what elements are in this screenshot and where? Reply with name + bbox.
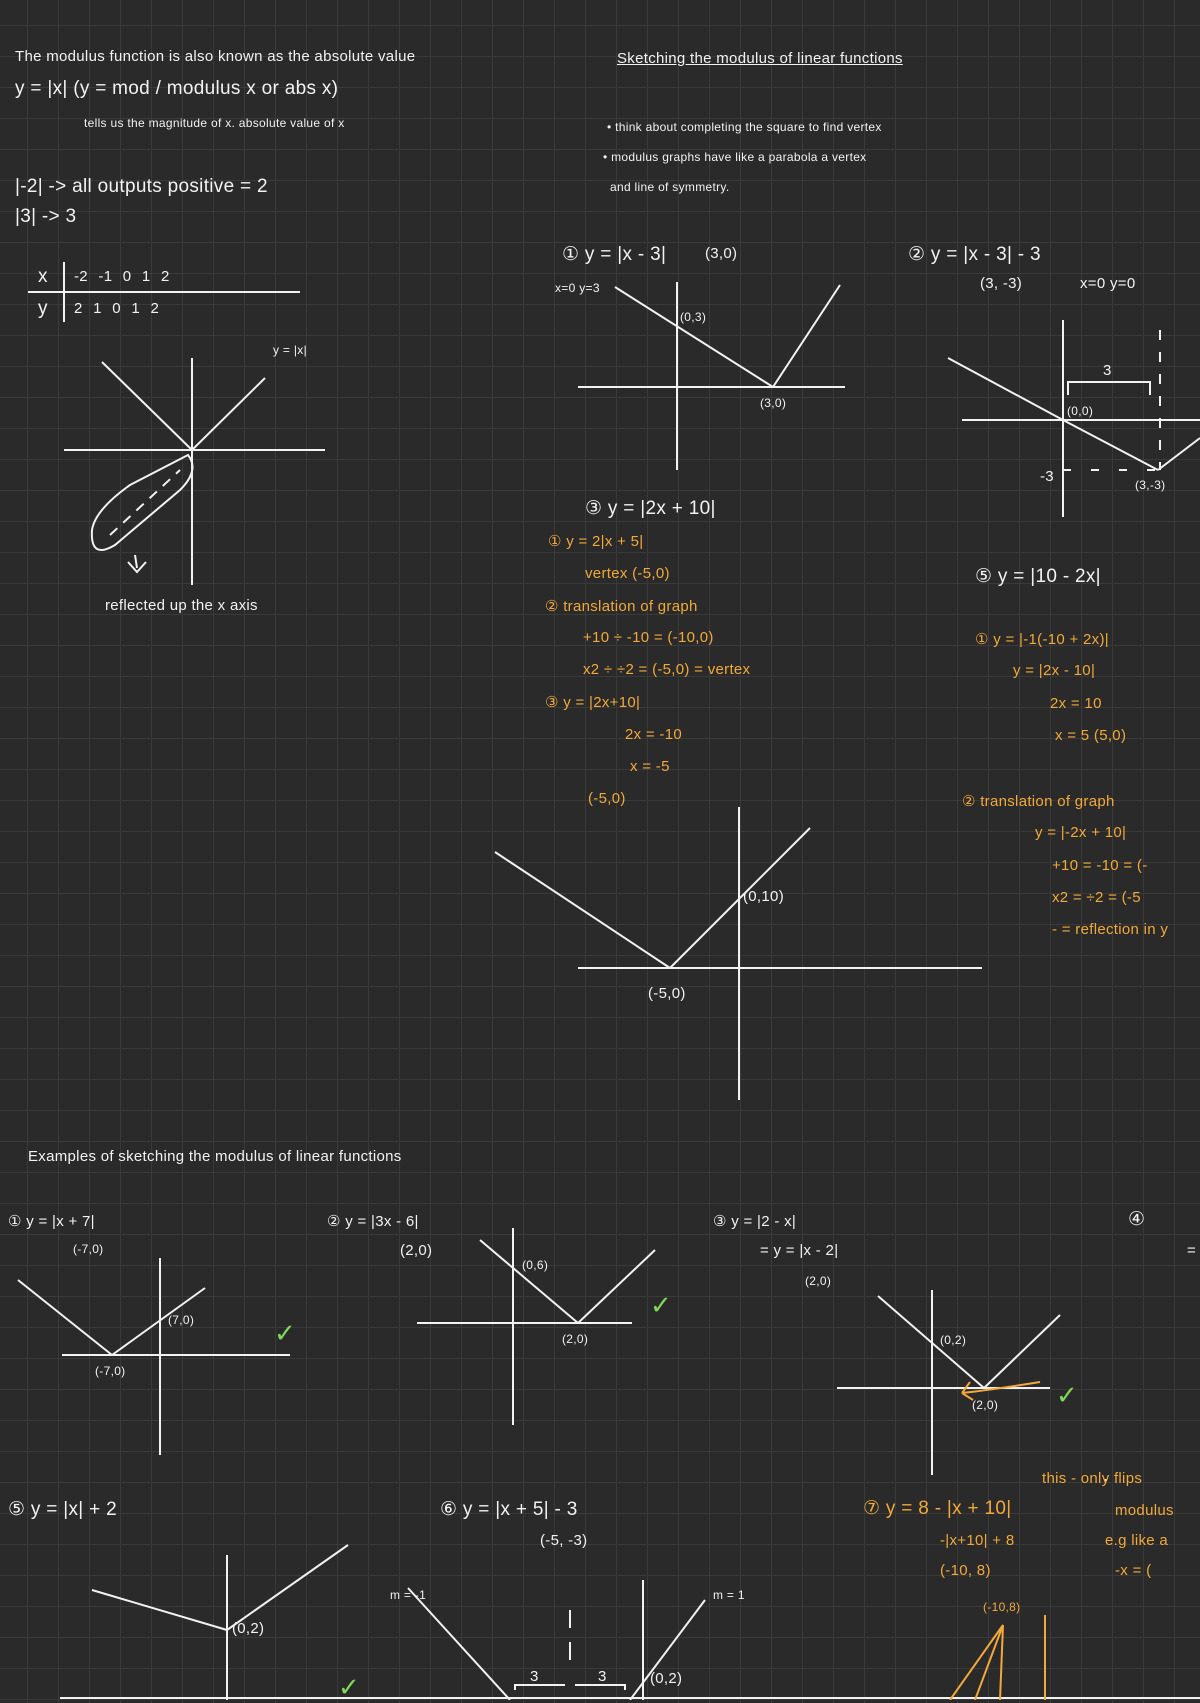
ex2-point: (3,-3) — [1135, 478, 1166, 492]
ex2-vertex: (3, -3) — [980, 275, 1023, 292]
e1-point: (-7,0) — [95, 1364, 126, 1378]
ex3-title: ③ y = |2x + 10| — [585, 498, 716, 519]
e3-point: (2,0) — [972, 1398, 999, 1412]
e7-side: modulus — [1115, 1502, 1174, 1519]
ex2-intercept: x=0 y=0 — [1080, 275, 1136, 292]
ex3-point: (-5,0) — [648, 985, 686, 1002]
graph-ex3 — [494, 807, 982, 1100]
ex1-point: (0,3) — [680, 310, 707, 324]
bullet-1: • think about completing the square to f… — [607, 120, 882, 134]
e1-vertex: (-7,0) — [73, 1242, 104, 1256]
e7-side: -x = ( — [1115, 1562, 1152, 1579]
e6-distance: 3 — [598, 1668, 607, 1685]
ex1-title: ① y = |x - 3| — [562, 244, 667, 265]
ex5-step: ① y = |-1(-10 + 2x)| — [975, 631, 1109, 648]
e3-alt: = y = |x - 2| — [760, 1242, 839, 1259]
ex5-title: ⑤ y = |10 - 2x| — [975, 566, 1101, 587]
graph-e3 — [837, 1290, 1061, 1475]
ex1-intercept: x=0 y=3 — [555, 281, 600, 295]
ex5-step: 2x = 10 — [1050, 695, 1102, 712]
e6-slope: m = -1 — [390, 1588, 427, 1602]
check-icon: ✓ — [274, 1318, 297, 1348]
bullet-2: • modulus graphs have like a parabola a … — [603, 150, 867, 164]
table-y-label: y — [38, 298, 48, 319]
ex3-step: vertex (-5,0) — [585, 565, 670, 582]
e7-note: this - only flips — [1042, 1470, 1143, 1487]
ex3-step: ② translation of graph — [545, 598, 698, 615]
check-icon: ✓ — [650, 1290, 673, 1320]
graph-label: y = |x| — [273, 343, 308, 357]
e2-title: ② y = |3x - 6| — [327, 1213, 419, 1230]
e3-vertex: (2,0) — [805, 1274, 832, 1288]
sketching-heading: Sketching the modulus of linear function… — [617, 50, 903, 67]
intro-line2: y = |x| (y = mod / modulus x or abs x) — [15, 78, 339, 99]
e4-alt: = — [1187, 1242, 1197, 1259]
graph-ex1 — [578, 282, 845, 470]
e2-vertex: (2,0) — [400, 1242, 433, 1259]
e6-distance: 3 — [530, 1668, 539, 1685]
ex5-step: y = |2x - 10| — [1013, 662, 1096, 679]
ex5-step: y = |-2x + 10| — [1035, 824, 1127, 841]
check-icon: ✓ — [1056, 1380, 1079, 1410]
ex3-step: ③ y = |2x+10| — [545, 694, 641, 711]
ex5-step: +10 = -10 = (- — [1052, 857, 1148, 874]
e6-title: ⑥ y = |x + 5| - 3 — [440, 1499, 578, 1520]
e3-title: ③ y = |2 - x| — [713, 1213, 797, 1230]
ex3-step: ① y = 2|x + 5| — [548, 533, 644, 550]
graph-e1 — [17, 1258, 290, 1455]
e6-slope: m = 1 — [713, 1588, 745, 1602]
ex2-point: (0,0) — [1067, 404, 1094, 418]
ex3-step: +10 ÷ -10 = (-10,0) — [583, 629, 714, 646]
ex5-step: - = reflection in y — [1052, 921, 1169, 938]
e7-step: -|x+10| + 8 — [940, 1532, 1015, 1549]
bullet-3: and line of symmetry. — [610, 180, 730, 194]
ex3-step: x = -5 — [630, 758, 670, 775]
intro-line1: The modulus function is also known as th… — [15, 48, 416, 65]
ex3-step: 2x = -10 — [625, 726, 683, 743]
ex5-step: ② translation of graph — [962, 793, 1115, 810]
graph-ex2 — [947, 320, 1200, 517]
e7-side: e.g like a — [1105, 1532, 1169, 1549]
e3-point: (0,2) — [940, 1333, 967, 1347]
e7-step: (-10, 8) — [940, 1562, 991, 1579]
e4-title: ④ — [1128, 1209, 1146, 1230]
ex3-point: (0,10) — [743, 888, 784, 905]
ex1-point: (3,0) — [760, 396, 787, 410]
abs-example-1: |-2| -> all outputs positive = 2 — [15, 176, 268, 197]
table-x-label: x — [38, 266, 48, 287]
ex5-step: x = 5 (5,0) — [1055, 727, 1127, 744]
ex2-title: ② y = |x - 3| - 3 — [908, 244, 1041, 265]
e2-point: (0,6) — [522, 1258, 549, 1272]
table-x-values: -2 -1 0 1 2 — [74, 268, 170, 285]
graph-abs-x — [64, 358, 325, 585]
e2-point: (2,0) — [562, 1332, 589, 1346]
ex1-vertex: (3,0) — [705, 245, 738, 262]
graph-e5 — [91, 1544, 349, 1700]
abs-example-2: |3| -> 3 — [15, 206, 77, 227]
e1-point: (7,0) — [168, 1313, 195, 1327]
graph-e2 — [417, 1228, 656, 1425]
e5-title: ⑤ y = |x| + 2 — [8, 1499, 117, 1520]
e6-point: (0,2) — [650, 1670, 683, 1687]
graph-e6 — [60, 1580, 1200, 1700]
ex2-neg: -3 — [1040, 468, 1054, 485]
ex3-step: x2 ÷ ÷2 = (-5,0) = vertex — [583, 661, 751, 678]
e7-title: ⑦ y = 8 - |x + 10| — [863, 1498, 1012, 1519]
examples-heading: Examples of sketching the modulus of lin… — [28, 1148, 402, 1165]
e1-title: ① y = |x + 7| — [8, 1213, 95, 1230]
table-y-values: 2 1 0 1 2 — [74, 300, 160, 317]
ex5-step: x2 = ÷2 = (-5 — [1052, 889, 1141, 906]
graph-e7 — [949, 1381, 1200, 1700]
reflect-note: reflected up the x axis — [105, 597, 258, 614]
e6-vertex: (-5, -3) — [540, 1532, 588, 1549]
intro-line3: tells us the magnitude of x. absolute va… — [84, 116, 345, 130]
ex2-distance: 3 — [1103, 362, 1112, 379]
check-icon: ✓ — [338, 1672, 361, 1702]
ex3-step: (-5,0) — [588, 790, 626, 807]
e5-point: (0,2) — [232, 1620, 265, 1637]
e7-point: (-10,8) — [983, 1600, 1021, 1614]
